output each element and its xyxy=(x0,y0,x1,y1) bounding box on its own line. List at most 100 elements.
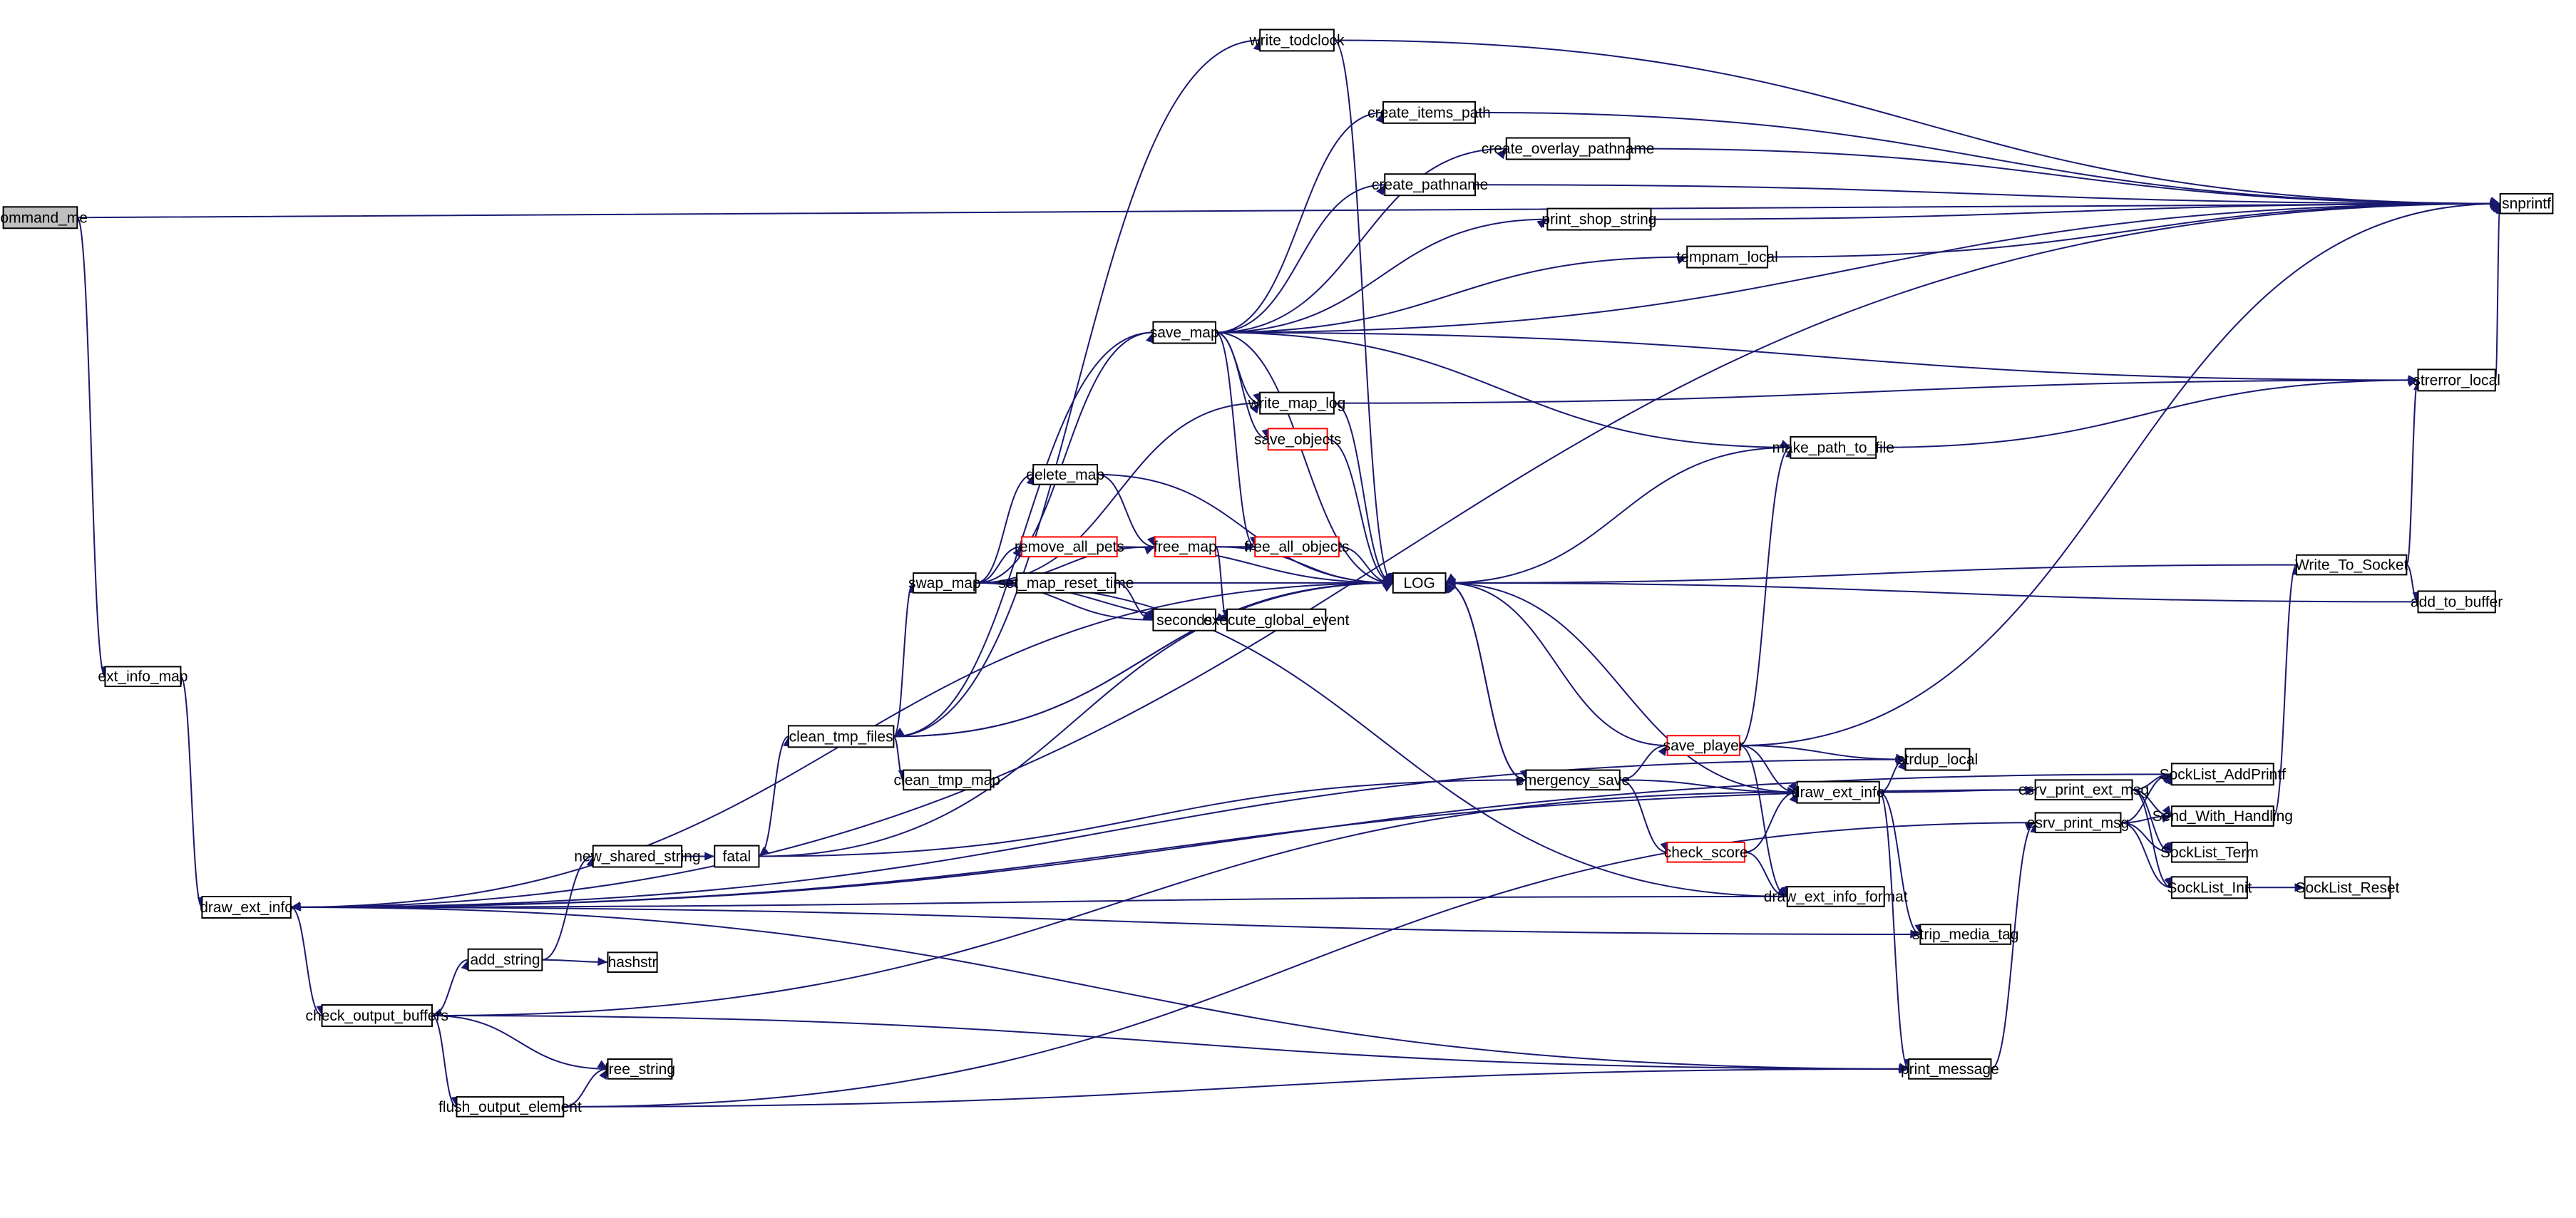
edge-free_map-to-LOG xyxy=(1215,546,1393,584)
arrowhead-icon xyxy=(1216,613,1228,621)
node-draw-ext-info-r[interactable]: draw_ext_info xyxy=(1792,780,1885,804)
node-check-output-buffers[interactable]: check_output_buffers xyxy=(306,1004,448,1027)
node-label: strip_media_tag xyxy=(1912,927,2018,943)
node-box xyxy=(201,895,292,919)
arrowhead-icon xyxy=(1788,781,1797,793)
edge-ext_info_map-to-draw_ext_info_l xyxy=(180,676,203,908)
node-new-shared-string[interactable]: new_shared_string xyxy=(574,845,701,868)
node-draw-ext-info-l[interactable]: draw_ext_info xyxy=(200,895,293,919)
edge-check_output_buffers-to-flush_output_element xyxy=(431,1015,457,1108)
node-check-score[interactable]: check_score xyxy=(1664,841,1748,863)
node-write-todclock[interactable]: write_todclock xyxy=(1248,29,1345,52)
node-label: make_path_to_file xyxy=(1772,440,1894,456)
node-label: clean_tmp_map xyxy=(894,772,1000,788)
node-label: emergency_save xyxy=(1516,772,1630,788)
node-print-shop-string[interactable]: print_shop_string xyxy=(1541,207,1656,231)
node-socklist-reset[interactable]: SockList_Reset xyxy=(2295,876,2400,899)
edge-layer xyxy=(76,39,2505,1108)
node-tempnam-local[interactable]: tempnam_local xyxy=(1676,245,1778,269)
node-box xyxy=(1016,572,1117,594)
node-create-pathname[interactable]: create_pathname xyxy=(1372,173,1488,197)
node-box xyxy=(1908,1058,1992,1080)
node-flush-output-element[interactable]: flush_output_element xyxy=(438,1096,582,1118)
arrowhead-icon xyxy=(1146,332,1154,344)
edge-save_map-to-print_shop_string xyxy=(1215,218,1548,334)
node-box xyxy=(1919,924,2012,945)
node-command-me[interactable]: command_me xyxy=(0,206,88,229)
node-strip-media-tag[interactable]: strip_media_tag xyxy=(1912,924,2018,945)
node-swap-map[interactable]: swap_map xyxy=(908,572,981,594)
node-print-message[interactable]: print_message xyxy=(1901,1058,1999,1080)
node-box xyxy=(1796,780,1880,804)
node-label: check_output_buffers xyxy=(306,1008,448,1024)
node-box xyxy=(2,206,78,229)
node-snprintf[interactable]: snprintf xyxy=(2499,192,2554,215)
node-strdup-local[interactable]: strdup_local xyxy=(1897,748,1978,771)
edge-LOG-to-clean_tmp_files xyxy=(893,582,1393,738)
node-label: draw_ext_info xyxy=(1792,785,1885,801)
node-write-map-log[interactable]: write_map_log xyxy=(1248,391,1346,415)
arrowhead-icon xyxy=(1779,885,1787,897)
arrowhead-icon xyxy=(1375,112,1384,124)
node-socklist-addprintf[interactable]: SockList_AddPrintf xyxy=(2160,763,2287,786)
node-free-all-objects[interactable]: free_all_objects xyxy=(1244,536,1350,558)
edge-set_map_reset_time-to-seconds xyxy=(1115,582,1154,621)
node-clean-tmp-files[interactable]: clean_tmp_files xyxy=(787,725,895,748)
edge-swap_map-to-remove_all_pets xyxy=(975,546,1022,584)
node-label: strdup_local xyxy=(1897,752,1978,768)
node-box xyxy=(787,725,895,748)
edge-draw_ext_info_l-to-snprintf xyxy=(290,202,2500,908)
arrowhead-icon xyxy=(597,1060,608,1069)
node-save-objects[interactable]: save_objects xyxy=(1254,428,1342,451)
node-fatal[interactable]: fatal xyxy=(714,845,760,868)
node-clean-tmp-map[interactable]: clean_tmp_map xyxy=(894,769,1000,791)
node-label: SockList_Reset xyxy=(2295,879,2399,896)
node-save-player[interactable]: save_player xyxy=(1663,735,1744,756)
arrowhead-icon xyxy=(704,852,715,861)
node-strerror-local[interactable]: strerror_local xyxy=(2413,368,2500,392)
node-emergency-save[interactable]: emergency_save xyxy=(1516,769,1630,791)
node-free-map[interactable]: free_map xyxy=(1154,536,1217,558)
node-make-path-to-file[interactable]: make_path_to_file xyxy=(1772,435,1894,459)
node-label: flush_output_element xyxy=(438,1099,582,1115)
node-create-overlay-pathname[interactable]: create_overlay_pathname xyxy=(1482,137,1655,160)
node-label: free_map xyxy=(1154,539,1217,555)
node-execute-global-event[interactable]: execute_global_event xyxy=(1204,608,1350,631)
arrowhead-icon xyxy=(1144,609,1154,620)
edge-Write_To_Socket-to-LOG xyxy=(1445,564,2297,584)
node-log[interactable]: LOG xyxy=(1392,572,1447,594)
edge-delete_map-to-LOG xyxy=(1097,473,1393,584)
edge-check_score-to-draw_ext_info_format xyxy=(1744,851,1787,897)
node-add-to-buffer[interactable]: add_to_buffer xyxy=(2411,590,2503,614)
node-label: execute_global_event xyxy=(1204,612,1349,629)
edge-LOG-to-fatal xyxy=(759,582,1393,857)
arrowhead-icon xyxy=(1146,536,1156,547)
node-label: seconds xyxy=(1156,612,1212,629)
node-esrv-print-msg[interactable]: esrv_print_msg xyxy=(2027,812,2130,834)
node-send-with-handling[interactable]: Send_With_Handling xyxy=(2152,805,2293,827)
node-free-string[interactable]: free_string xyxy=(605,1058,675,1080)
node-save-map[interactable]: save_map xyxy=(1150,321,1219,344)
node-delete-map[interactable]: delete_map xyxy=(1026,464,1104,485)
node-hashstr[interactable]: hashstr xyxy=(607,951,658,973)
node-set-map-reset-time[interactable]: set_map_reset_time xyxy=(998,572,1134,594)
node-draw-ext-info-format[interactable]: draw_ext_info_format xyxy=(1764,886,1908,907)
node-socklist-init[interactable]: SockList_Init xyxy=(2167,876,2252,899)
node-socklist-term[interactable]: SockList_Term xyxy=(2160,841,2259,863)
node-remove-all-pets[interactable]: remove_all_pets xyxy=(1015,536,1124,558)
node-box xyxy=(1152,608,1216,631)
node-seconds[interactable]: seconds xyxy=(1152,608,1216,631)
edge-save_map-to-strerror_local xyxy=(1215,331,2418,381)
node-add-string[interactable]: add_string xyxy=(467,948,543,971)
edge-write_todclock-to-snprintf xyxy=(1333,39,2500,205)
node-box xyxy=(903,769,992,791)
node-box xyxy=(1686,245,1769,269)
node-ext-info-map[interactable]: ext_info_map xyxy=(98,666,188,688)
node-esrv-print-ext-msg[interactable]: esrv_print_ext_msg xyxy=(2018,779,2149,801)
arrowhead-icon xyxy=(461,959,470,971)
node-label: command_me xyxy=(0,210,88,226)
edge-create_pathname-to-snprintf xyxy=(1474,184,2500,205)
node-write-to-socket[interactable]: Write_To_Socket xyxy=(2295,554,2408,576)
node-box xyxy=(321,1004,433,1027)
node-create-items-path[interactable]: create_items_path xyxy=(1367,100,1491,124)
